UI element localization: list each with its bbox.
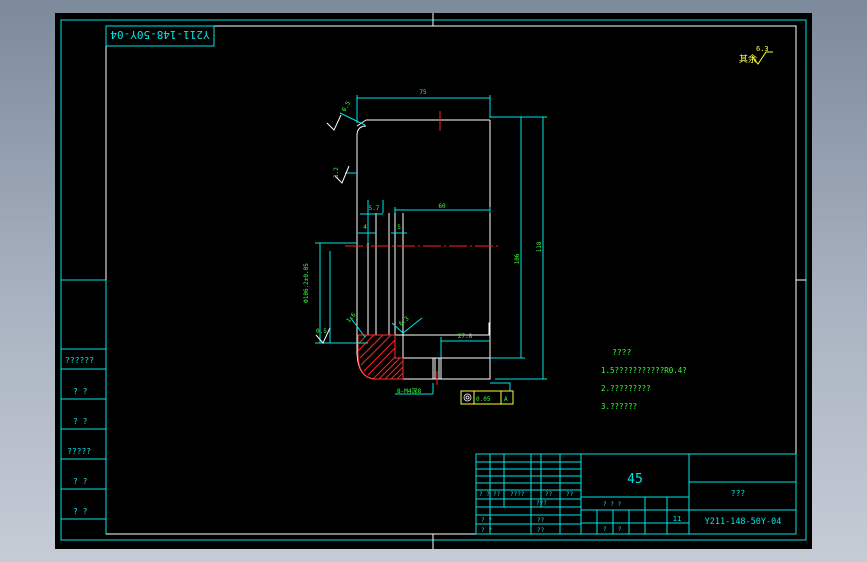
dim-rough-b: 6.3 <box>398 315 411 328</box>
dim-small-b: 4 <box>363 224 367 231</box>
tb-row-c-2: ? ? <box>481 527 492 534</box>
cad-viewport[interactable]: Y211-148-50Y-04 ?????? ? ? ? ? ????? ? ?… <box>55 13 812 549</box>
tb-row-a-5: ?? <box>566 491 574 498</box>
dimensions <box>315 95 547 395</box>
tb-row-a-2: ?? <box>493 491 501 498</box>
dim-small-a: 5.7 <box>369 205 380 212</box>
inner-frame <box>105 25 797 535</box>
small-label-a: ? <box>603 526 607 533</box>
left-label-1: ?????? <box>65 356 94 365</box>
dim-rough-a: 0.5 <box>316 328 327 335</box>
tb-row-a-3: ???? <box>510 491 525 498</box>
mirror-number-box <box>105 25 215 47</box>
left-label-5: ? ? <box>73 477 88 486</box>
left-label-6: ? ? <box>73 507 88 516</box>
dim-tolerance: Ф106.2±0.05 <box>303 263 310 303</box>
tb-row-c-1: ? ? <box>481 517 492 524</box>
stage-label: ? ? ? <box>603 501 621 508</box>
drawing-canvas: Y211-148-50Y-04 ?????? ? ? ? ? ????? ? ?… <box>60 13 807 549</box>
drawing-code: Y211-148-50Y-04 <box>705 517 782 527</box>
surface-roughness-symbol <box>751 51 773 65</box>
gdt-tolerance: 0.05 <box>476 396 491 403</box>
dim-bottom-w: 27.8 <box>458 333 473 340</box>
dim-bore: 60 <box>438 203 446 210</box>
dim-small-c: 5 <box>397 224 401 231</box>
scale-value: 11 <box>673 515 681 523</box>
tb-row-b: ??? <box>536 500 547 507</box>
left-label-4: ????? <box>67 447 91 456</box>
mirror-drawing-number: Y211-148-50Y-04 <box>110 28 210 41</box>
part-outline <box>356 119 491 380</box>
dim-right-h: 118 <box>536 241 543 252</box>
material: 45 <box>627 472 643 487</box>
dim-chamfer-c: 1.6 <box>345 311 358 324</box>
note-2: 2.????????? <box>601 384 651 393</box>
tb-row-a-4: ?? <box>545 491 553 498</box>
dim-chamfer-a: 0.5 <box>341 100 353 113</box>
dim-inner-h: 106 <box>514 253 521 264</box>
notes-title: ???? <box>612 348 631 357</box>
left-label-2: ? ? <box>73 387 88 396</box>
title-block <box>475 453 797 535</box>
tb-row-d-2: ?? <box>537 527 545 534</box>
note-3: 3.?????? <box>601 402 637 411</box>
tb-row-d-1: ?? <box>537 517 545 524</box>
dim-top: 75 <box>419 89 427 96</box>
gdt-frame <box>460 390 514 405</box>
surface-mark-value: 6.3 <box>756 45 769 53</box>
dim-chamfer-b: 3.2 <box>333 167 340 178</box>
section-hatch <box>357 334 404 380</box>
thread-callout: 8-M4深8 <box>397 387 421 395</box>
tb-row-a-1: ? ? <box>479 491 490 498</box>
part-name: ??? <box>731 489 746 498</box>
small-label-b: ? <box>618 526 622 533</box>
note-1: 1.5???????????R0.4? <box>601 366 687 375</box>
gdt-datum: A <box>504 396 508 403</box>
left-label-3: ? ? <box>73 417 88 426</box>
